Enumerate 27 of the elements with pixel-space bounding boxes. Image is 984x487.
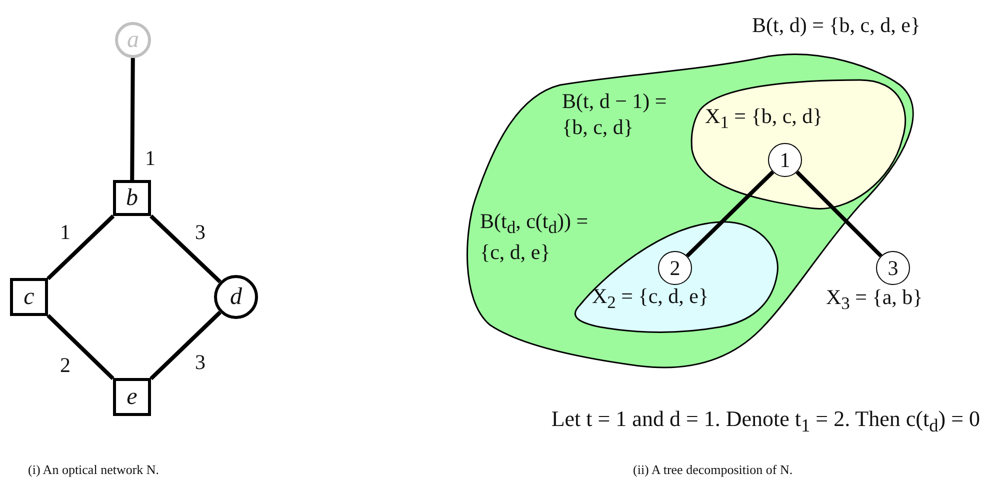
edge-line [130,58,135,180]
region-label: B(t, d − 1) = {b, c, d} [562,88,668,140]
edge-line [686,170,774,258]
vertex-box: c [10,278,48,316]
edge-line [150,310,222,380]
bag-label: X$_{2}$ = {c, d, e} [592,283,709,314]
figure-caption: (i) An optical network N. [28,462,160,478]
edge-label: 2 [60,355,70,376]
edge-line [150,214,222,284]
vertex-box: e [113,378,151,416]
edge-label: 3 [195,222,206,243]
edge-label: 1 [145,148,156,169]
vertex-circle: d [214,275,258,319]
vertex-circle: a [115,22,151,58]
figure-caption: (ii) A tree decomposition of N. [633,462,793,478]
edge-line [46,214,115,280]
bag-label: X$_{1}$ = {b, c, d} [705,103,823,134]
tree-node-circle: 3 [876,251,910,285]
edge-line [796,170,882,258]
note-text: Let t = 1 and d = 1. Denote t$_{1}$ = 2. Then c(t$_{d}$) = 0 [551,405,980,438]
edge-line [46,314,114,380]
region-title: B(t, d) = {b, c, d, e} [752,12,920,38]
edge-label: 1 [60,222,70,243]
region-label: B(t$_{d}$, c(t$_{d}$)) = {c, d, e} [480,208,590,266]
vertex-box: b [113,180,151,216]
edge-label: 3 [195,352,206,373]
bag-label: X$_{3}$ = {a, b} [826,284,923,316]
